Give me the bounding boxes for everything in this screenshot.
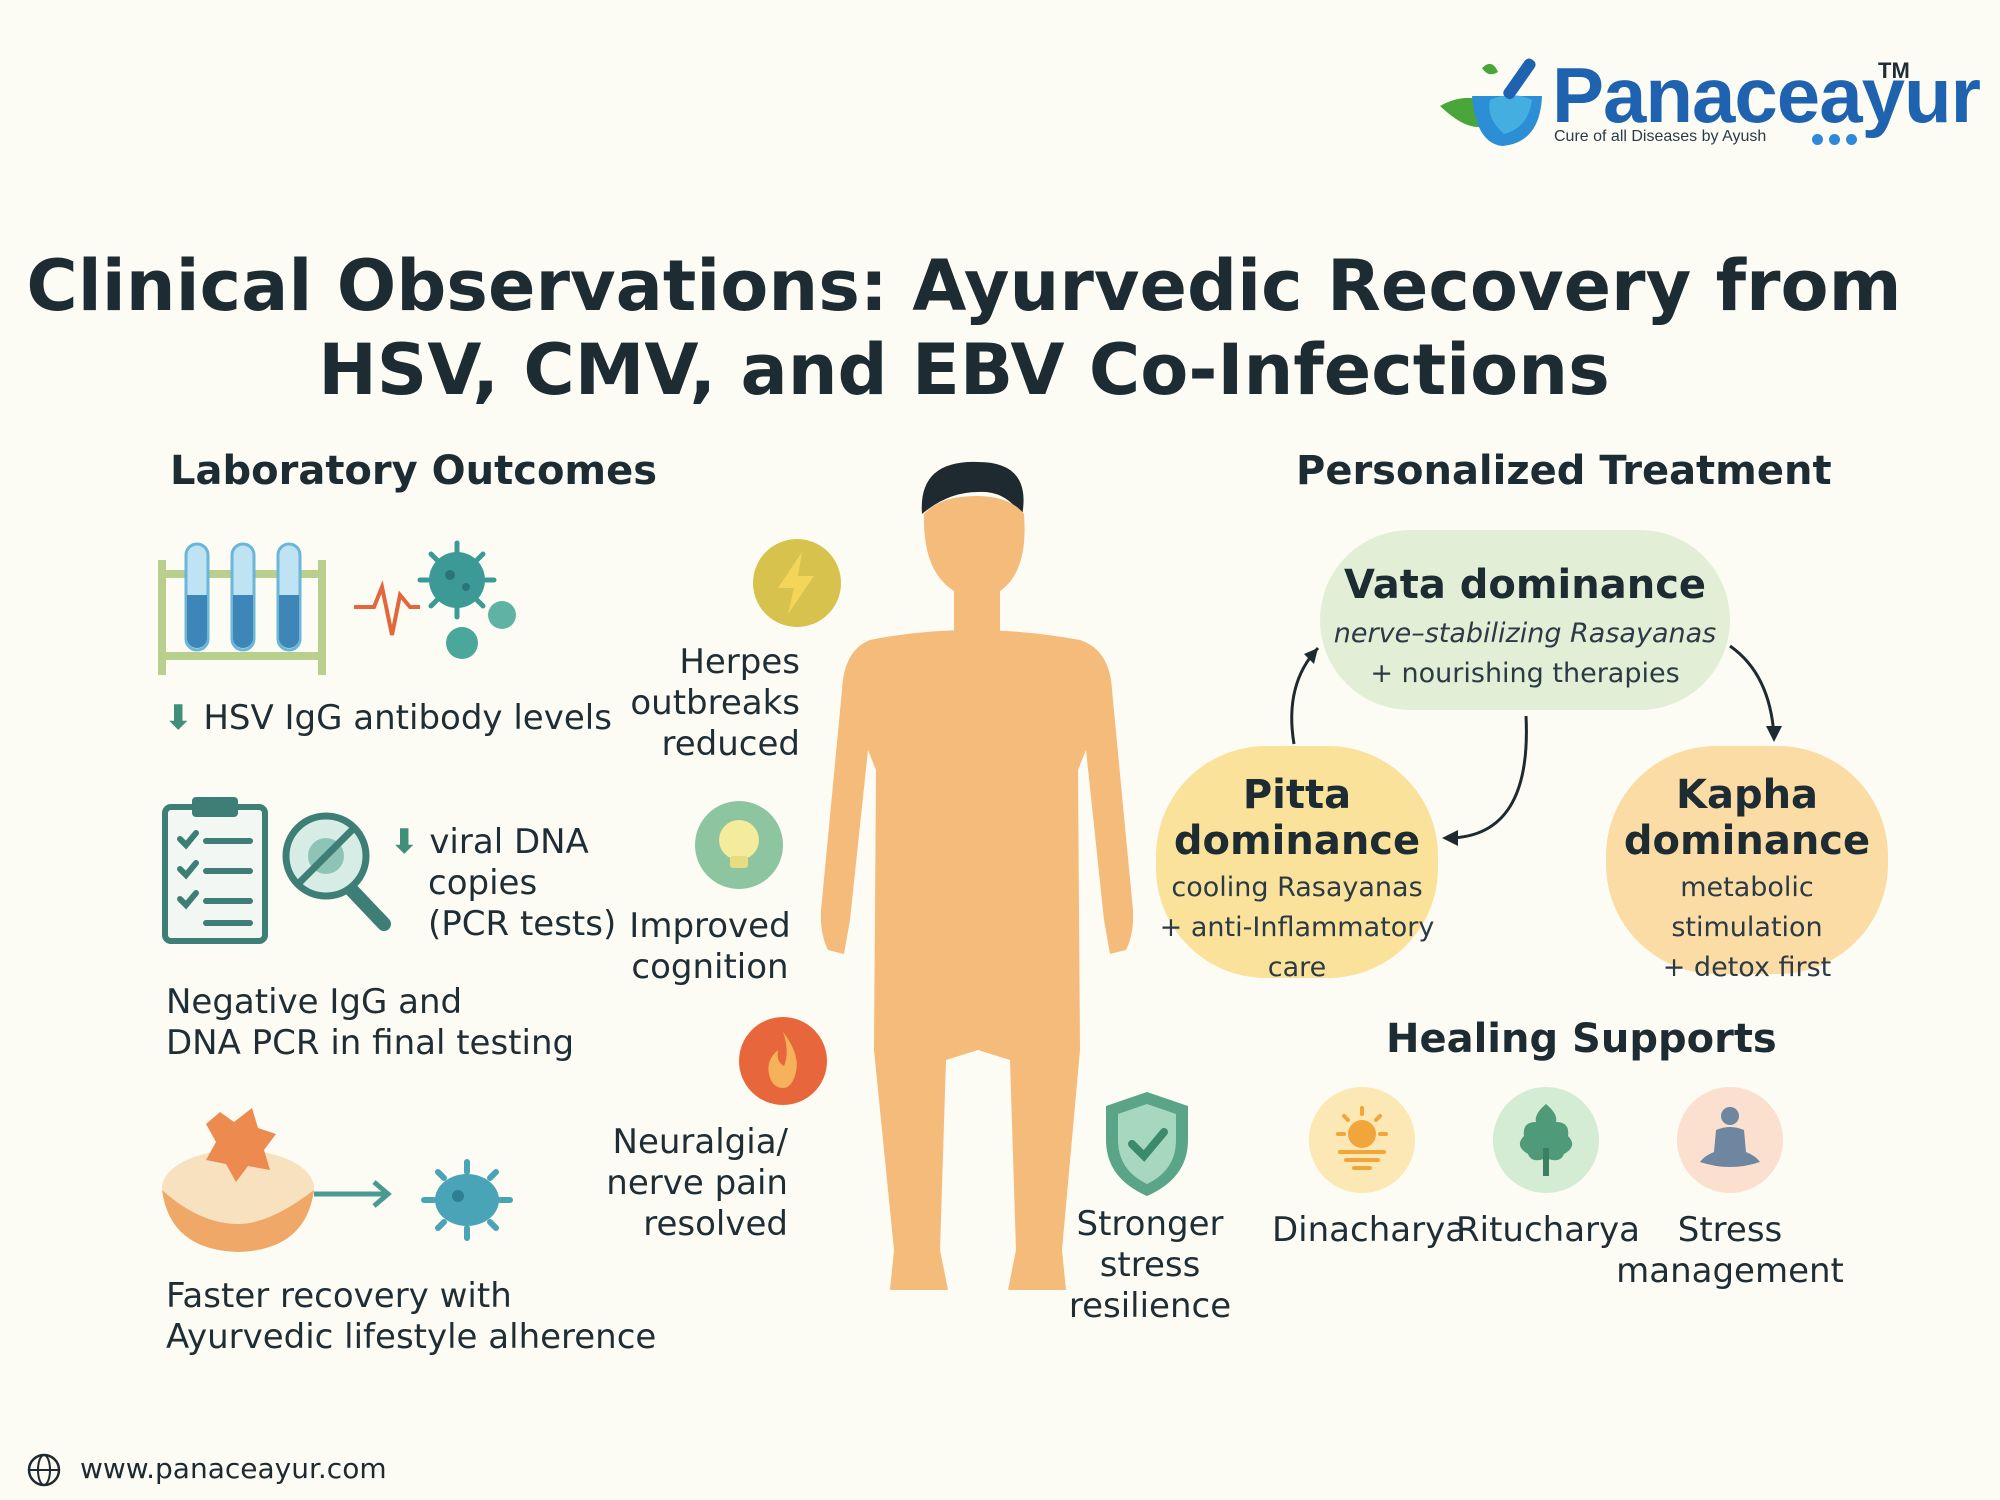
hsv-outcome-text: HSV IgG antibody levels bbox=[203, 698, 612, 738]
pitta-line2: + anti-Inflammatory bbox=[1159, 912, 1435, 943]
sun-icon bbox=[1309, 1087, 1415, 1193]
faster-line1: Faster recovery with bbox=[166, 1276, 512, 1316]
herpes-line2: outbreaks bbox=[630, 683, 800, 723]
shield-check-icon bbox=[1106, 1092, 1188, 1196]
stress-resilience-label: Stronger stress resilience bbox=[1040, 1204, 1260, 1327]
dinacharya-label: Dinacharya bbox=[1272, 1210, 1467, 1250]
human-figure-icon bbox=[820, 461, 1134, 1290]
brand-logo: Panaceayur TM Cure of all Diseases by Ay… bbox=[1432, 48, 1981, 158]
page-title-line1: Clinical Observations: Ayurvedic Recover… bbox=[26, 245, 1902, 327]
pitta-title-line2: dominance bbox=[1173, 818, 1421, 864]
cell-bowl-icon bbox=[162, 1108, 392, 1252]
kapha-card: Kapha dominance metabolic stimulation + … bbox=[1606, 746, 1888, 983]
stress-resilience-line3: resilience bbox=[1068, 1286, 1232, 1326]
kapha-title-line1: Kapha bbox=[1675, 772, 1819, 818]
herpes-label: Herpes outbreaks reduced bbox=[540, 642, 800, 765]
supports-heading: Healing Supports bbox=[1386, 1016, 1777, 1062]
cycle-arrows bbox=[1290, 644, 1782, 846]
dna-line2: copies bbox=[428, 863, 538, 903]
test-tubes-icon bbox=[158, 542, 326, 675]
neuralgia-line2: nerve pain bbox=[606, 1163, 788, 1203]
meditation-icon bbox=[1677, 1087, 1783, 1193]
clipboard-checklist-icon bbox=[162, 797, 268, 944]
cognition-label: Improved cognition bbox=[600, 906, 820, 988]
herpes-line3: reduced bbox=[661, 724, 800, 764]
footer-url[interactable]: www.panaceayur.com bbox=[80, 1452, 387, 1485]
stress-management-line1: Stress bbox=[1677, 1210, 1783, 1250]
lab-heading: Laboratory Outcomes bbox=[170, 448, 658, 494]
cognition-line2: cognition bbox=[631, 947, 789, 987]
dna-outcome: ⬇ viral DNA copies (PCR tests) bbox=[390, 822, 616, 945]
brand-dots bbox=[1812, 130, 1863, 149]
herpes-line1: Herpes bbox=[679, 642, 800, 682]
vata-line1: nerve–stabilizing Rasayanas bbox=[1333, 618, 1717, 649]
vata-card: Vata dominance nerve–stabilizing Rasayan… bbox=[1320, 530, 1730, 710]
logo-mortar-leaf-icon bbox=[1440, 58, 1542, 146]
stress-resilience-line2: stress bbox=[1099, 1245, 1201, 1285]
magnifier-virus-icon bbox=[282, 812, 391, 931]
stress-management-line2: management bbox=[1616, 1251, 1844, 1291]
cognition-line1: Improved bbox=[629, 906, 791, 946]
dna-line3: (PCR tests) bbox=[428, 904, 617, 944]
kapha-title-line2: dominance bbox=[1623, 818, 1871, 864]
pitta-line3: care bbox=[1267, 952, 1327, 983]
negative-outcome: Negative IgG and DNA PCR in final testin… bbox=[166, 982, 574, 1064]
neuralgia-line1: Neuralgia/ bbox=[612, 1122, 788, 1162]
globe-icon bbox=[27, 1453, 61, 1487]
treatment-heading: Personalized Treatment bbox=[1296, 448, 1832, 494]
negative-line1: Negative IgG and bbox=[166, 982, 463, 1022]
faster-line2: Ayurvedic lifestyle alherence bbox=[166, 1317, 657, 1357]
page-title-line2: HSV, CMV, and EBV Co-Infections bbox=[318, 329, 1610, 411]
vata-line2: + nourishing therapies bbox=[1370, 658, 1680, 689]
neuralgia-line3: resolved bbox=[643, 1204, 788, 1244]
down-arrow-icon: ⬇ bbox=[390, 822, 419, 862]
hsv-outcome: ⬇ HSV IgG antibody levels bbox=[164, 698, 612, 739]
lightning-icon bbox=[753, 539, 841, 627]
down-arrow-icon: ⬇ bbox=[164, 698, 193, 738]
flame-icon bbox=[739, 1017, 827, 1105]
dna-line1: viral DNA bbox=[429, 822, 589, 862]
pitta-card: Pitta dominance cooling Rasayanas + anti… bbox=[1156, 746, 1438, 983]
stress-management-label: Stress management bbox=[1610, 1210, 1850, 1292]
vata-title: Vata dominance bbox=[1343, 562, 1707, 608]
kapha-line1: metabolic stimulation bbox=[1671, 872, 1823, 943]
stress-resilience-line1: Stronger bbox=[1076, 1204, 1224, 1244]
lightbulb-icon bbox=[695, 801, 783, 889]
pitta-line1: cooling Rasayanas bbox=[1171, 872, 1423, 903]
negative-line2: DNA PCR in final testing bbox=[166, 1023, 575, 1063]
kapha-line2: + detox first bbox=[1662, 952, 1832, 983]
neuralgia-label: Neuralgia/ nerve pain resolved bbox=[540, 1122, 788, 1245]
brand-tagline: Cure of all Diseases by Ayush bbox=[1554, 128, 1767, 145]
virus-icon bbox=[421, 1159, 513, 1241]
virus-cluster-icon bbox=[354, 540, 516, 659]
pitta-title-line1: Pitta bbox=[1242, 772, 1352, 818]
tree-icon bbox=[1493, 1087, 1599, 1193]
brand-name: Panaceayur bbox=[1552, 51, 1981, 139]
faster-outcome: Faster recovery with Ayurvedic lifestyle… bbox=[166, 1276, 656, 1358]
brand-trademark: TM bbox=[1878, 58, 1910, 83]
ritucharya-label: Ritucharya bbox=[1456, 1210, 1640, 1250]
